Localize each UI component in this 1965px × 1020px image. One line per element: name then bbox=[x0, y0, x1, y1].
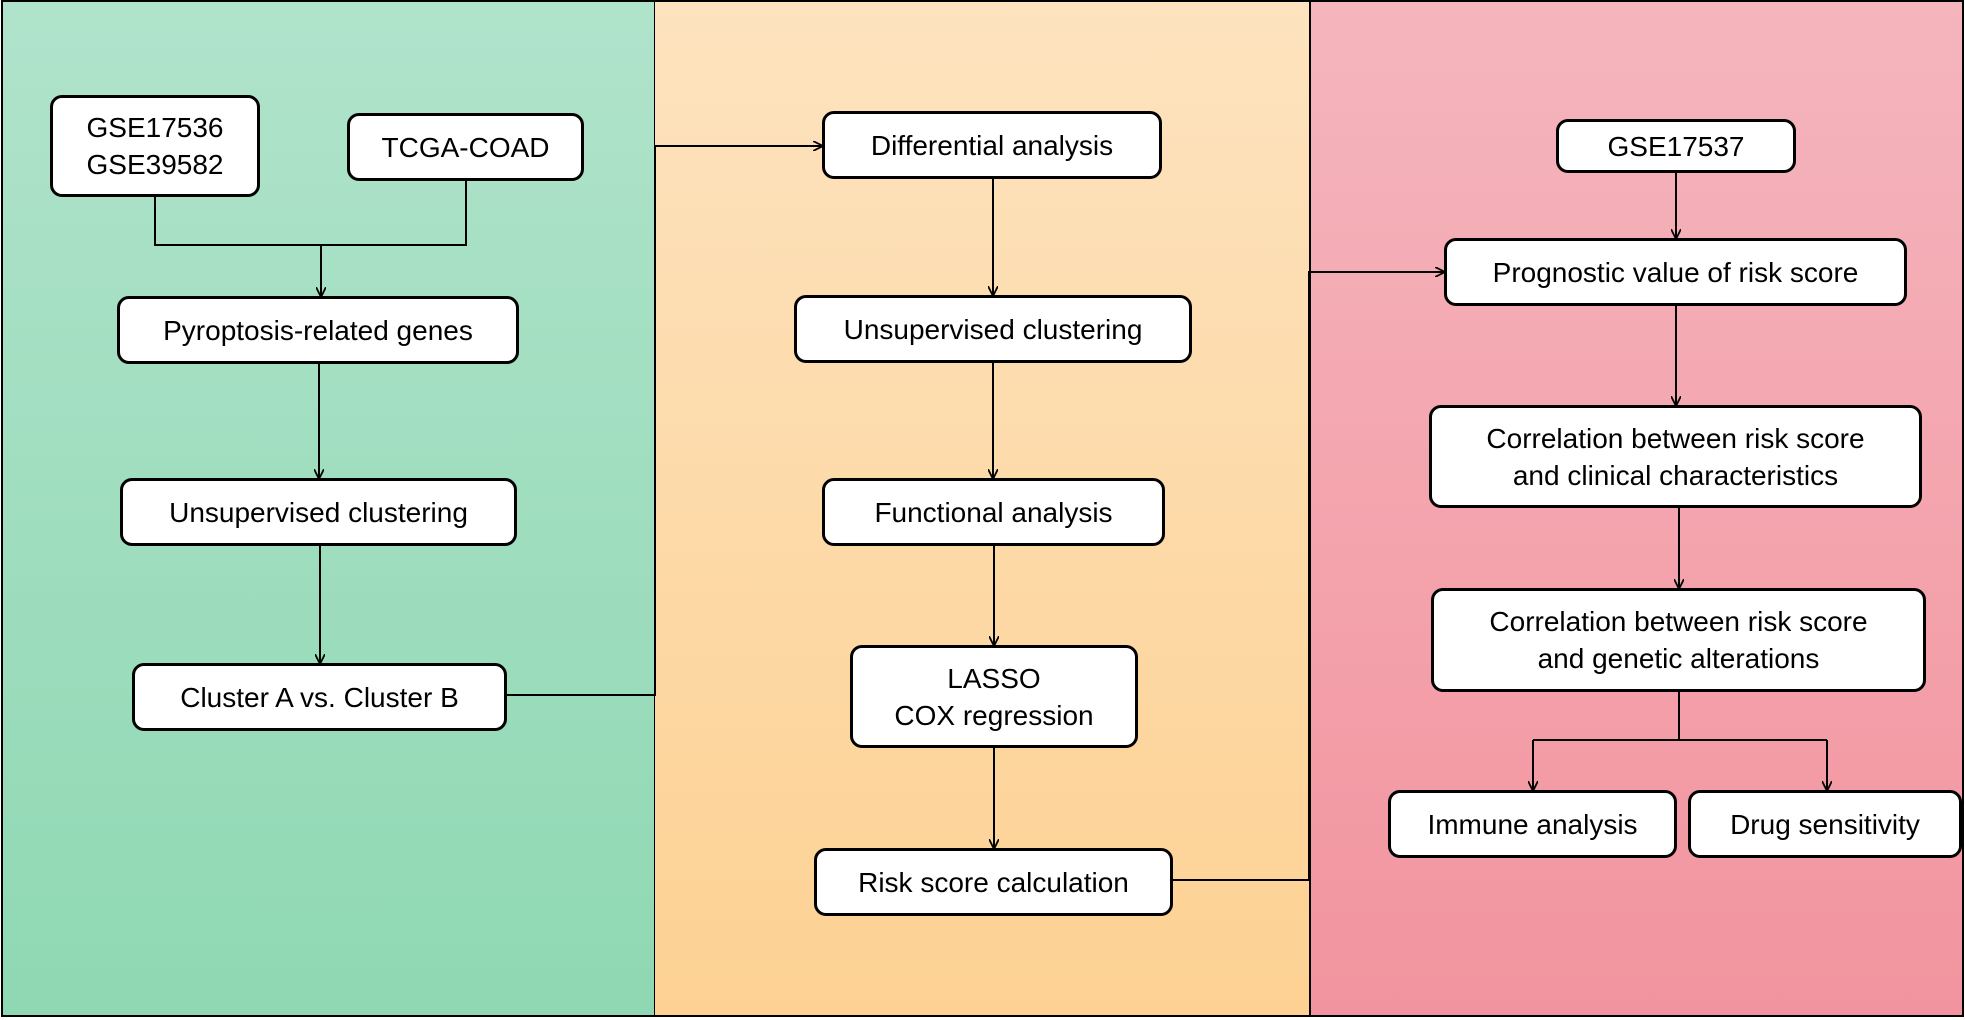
node-drug-sensitivity: Drug sensitivity bbox=[1688, 790, 1962, 858]
node-tcga-coad: TCGA-COAD bbox=[347, 113, 584, 181]
node-genetic-correlation: Correlation between risk score and genet… bbox=[1431, 588, 1926, 692]
node-gse-datasets: GSE17536 GSE39582 bbox=[50, 95, 260, 197]
node-differential-analysis: Differential analysis bbox=[822, 111, 1162, 179]
node-risk-calculation: Risk score calculation bbox=[814, 848, 1173, 916]
node-functional-analysis: Functional analysis bbox=[822, 478, 1165, 546]
node-clustering-mid: Unsupervised clustering bbox=[794, 295, 1192, 363]
node-lasso-cox: LASSO COX regression bbox=[850, 645, 1138, 748]
node-prognostic-value: Prognostic value of risk score bbox=[1444, 238, 1907, 306]
node-clustering-left: Unsupervised clustering bbox=[120, 478, 517, 546]
node-gse17537: GSE17537 bbox=[1556, 119, 1796, 173]
node-pyroptosis-genes: Pyroptosis-related genes bbox=[117, 296, 519, 364]
node-cluster-compare: Cluster A vs. Cluster B bbox=[132, 663, 507, 731]
node-immune-analysis: Immune analysis bbox=[1388, 790, 1677, 858]
node-clinical-correlation: Correlation between risk score and clini… bbox=[1429, 405, 1922, 508]
